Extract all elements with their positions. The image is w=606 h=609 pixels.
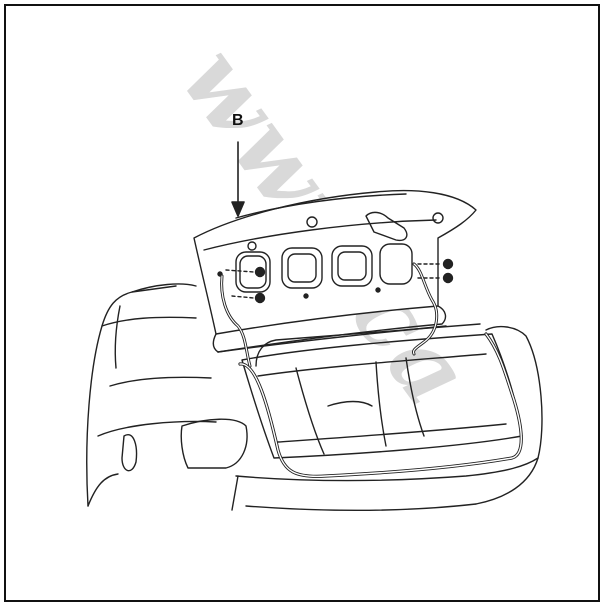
fasteners (225, 258, 454, 304)
callout-label-b: B (232, 112, 244, 129)
trunk-lid-illustration (86, 141, 543, 511)
diagram-frame: www.ca (4, 4, 600, 602)
callout-arrow (231, 141, 245, 217)
trunk-opening (238, 323, 523, 478)
car-body (86, 283, 543, 511)
wiring-harness-inner (221, 263, 438, 367)
